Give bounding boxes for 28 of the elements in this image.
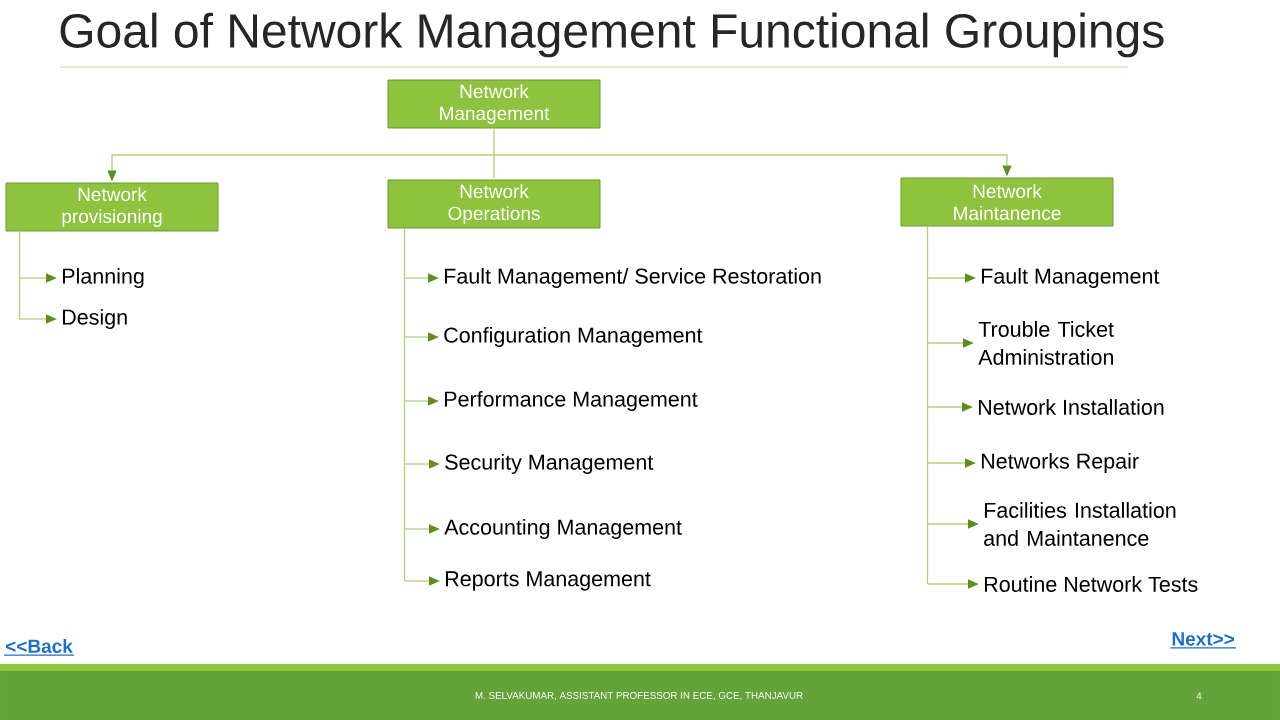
list-item: Trouble Ticket Administration bbox=[978, 321, 1114, 365]
page-number: 4 bbox=[1196, 692, 1202, 700]
list-item: Fault Management/ Service Restoration bbox=[444, 268, 821, 289]
list-item: Reports Management bbox=[445, 571, 651, 591]
list-item: Configuration Management bbox=[444, 327, 703, 348]
list-item: Accounting Management bbox=[444, 519, 682, 539]
category-box: Network Management bbox=[387, 79, 601, 129]
list-item: Fault Management bbox=[981, 268, 1160, 289]
list-item: Networks Repair bbox=[981, 453, 1139, 473]
connector-line bbox=[493, 154, 495, 180]
connector-trunk bbox=[926, 225, 929, 585]
category-box: Network Operations bbox=[387, 179, 601, 229]
list-item: Facilities Installation and Maintanence bbox=[984, 502, 1176, 546]
list-item: Design bbox=[62, 309, 127, 330]
list-item: Routine Network Tests bbox=[984, 576, 1198, 592]
footer-text: M. SELVAKUMAR, ASSISTANT PROFESSOR IN ECE, GCE, THANJAVUR bbox=[475, 691, 803, 701]
connector-trunk bbox=[18, 230, 21, 320]
list-item: Security Management bbox=[445, 454, 654, 474]
list-item: Network Installation bbox=[978, 399, 1164, 415]
next-link: Next>> bbox=[1169, 632, 1237, 649]
category-box: Network Maintanence bbox=[900, 177, 1114, 227]
slide-title: Goal of Network Management Functional Groupings bbox=[60, 12, 1164, 58]
list-item: Planning bbox=[62, 268, 144, 289]
connector-trunk bbox=[403, 227, 406, 582]
list-item: Performance Management bbox=[444, 391, 698, 411]
connector-trunk bbox=[493, 127, 495, 156]
back-link: <<Back bbox=[3, 639, 75, 656]
category-box: Network provisioning bbox=[5, 182, 219, 232]
